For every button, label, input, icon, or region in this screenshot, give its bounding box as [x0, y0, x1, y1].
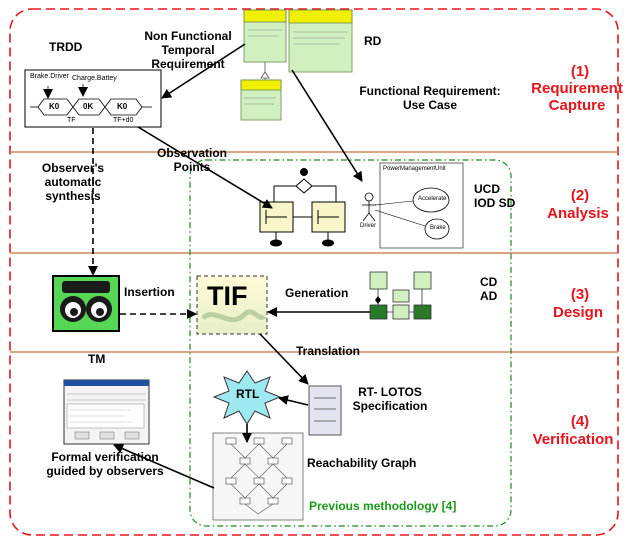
trdd-diagram — [24, 69, 162, 128]
non-functional-requirement-label: Non Functional Temporal Requirement — [144, 29, 232, 71]
formal-verification-label: Formal verification guided by observers — [46, 450, 164, 478]
observer-binoculars-icon — [52, 275, 120, 332]
rd-label: RD — [364, 34, 382, 48]
reachability-graph — [212, 432, 304, 521]
trdd-label: TRDD — [49, 40, 83, 54]
ucd-diagram — [362, 162, 464, 249]
arrow-spec-to-rtl — [278, 395, 309, 406]
trdd-signal-charge: Charge.Battey — [72, 75, 117, 82]
ucd-use-case-brake: Brake — [430, 225, 446, 231]
phase-name-design: Design — [552, 304, 603, 321]
trdd-state-3: K0 — [117, 102, 128, 111]
cd-ad-label: CD AD — [480, 275, 498, 303]
rt-lotos-label: RT- LOTOS Specification — [352, 385, 428, 413]
arrow-nfr-to-trdd — [161, 43, 246, 99]
tm-window — [63, 379, 150, 445]
cd-diagram — [369, 271, 432, 320]
generation-label: Generation — [285, 286, 349, 300]
phase-number-requirement: (1) — [570, 63, 590, 80]
tif-label: TIF — [207, 281, 248, 311]
tm-label: TM — [88, 352, 106, 366]
phase-name-analysis: Analysis — [547, 205, 609, 222]
tif-box — [196, 275, 268, 335]
translation-label: Translation — [296, 344, 361, 358]
reachability-graph-label: Reachability Graph — [307, 456, 417, 470]
iod-diagram — [259, 168, 346, 247]
phase-name-requirement: Requirement Capture — [531, 80, 623, 115]
phase-number-verification: (4) — [570, 413, 590, 430]
trdd-time-start: TF — [67, 117, 76, 124]
rt-lotos-document — [308, 385, 342, 436]
phases-frame — [9, 8, 619, 536]
trdd-state-2: 0K — [83, 102, 94, 111]
trdd-signal-brake: Brake.Driver — [30, 73, 69, 80]
rd-diagram — [240, 9, 353, 121]
ucd-system-name: PowerManagementUnit — [383, 166, 446, 172]
flow-arrows — [88, 43, 370, 489]
ucd-actor-name: Driver — [360, 223, 376, 229]
phase-number-design: (3) — [570, 286, 590, 303]
observation-points-label: Observation Points — [156, 146, 228, 174]
phase-name-verification: Verification — [532, 431, 614, 448]
arrow-translation — [259, 333, 309, 385]
previous-methodology-label: Previous methodology [4] — [309, 499, 457, 513]
arrow-rd-to-ucd — [291, 69, 363, 182]
functional-requirement-label: Functional Requirement: Use Case — [359, 84, 501, 112]
arrow-graph-to-tm — [113, 443, 215, 489]
observer-synthesis-label: Observer's automatic synthesis — [41, 161, 105, 203]
ucd-use-case-accelerate: Accelerate — [418, 196, 447, 202]
ucd-label: UCD IOD SD — [474, 182, 516, 210]
rtl-label: RTL — [236, 387, 260, 401]
trdd-time-end: TF+d0 — [113, 117, 134, 124]
phase-number-analysis: (2) — [570, 187, 590, 204]
arrow-trdd-to-observation — [137, 126, 273, 209]
insertion-label: Insertion — [124, 285, 175, 299]
trdd-state-1: K0 — [49, 102, 60, 111]
previous-methodology-frame — [189, 159, 512, 527]
